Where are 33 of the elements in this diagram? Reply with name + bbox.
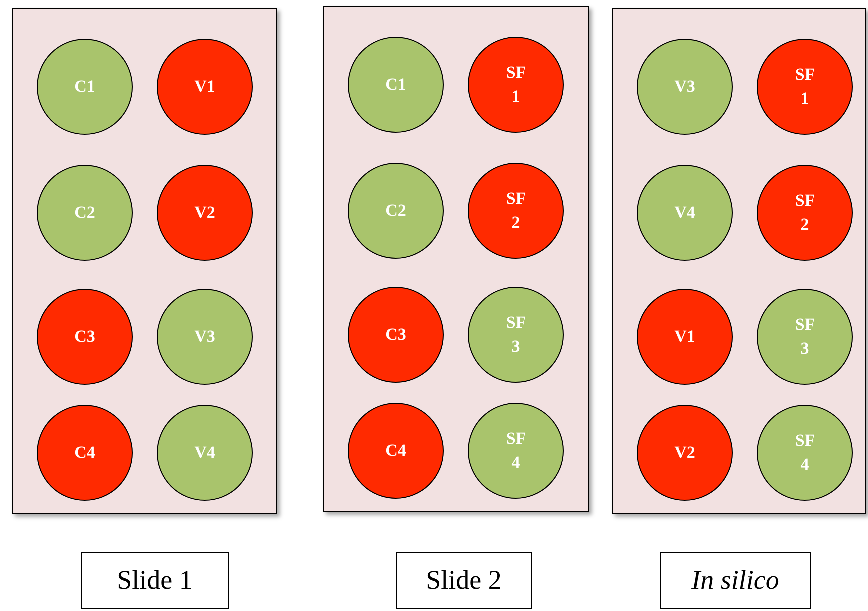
caption-text: In silico <box>692 564 780 598</box>
node-label: SF 3 <box>795 314 815 360</box>
node-label: C1 <box>74 76 96 98</box>
node-label: C3 <box>386 324 406 346</box>
node-label: V2 <box>674 442 696 464</box>
node-label: C4 <box>74 442 96 464</box>
node-label: SF 2 <box>506 188 526 234</box>
node-label: SF 3 <box>506 312 526 358</box>
node-label: V3 <box>674 76 696 98</box>
node-label: V1 <box>194 76 216 98</box>
node-label: SF 2 <box>795 190 815 236</box>
node-label: V4 <box>674 202 696 224</box>
node-label: C2 <box>74 202 96 224</box>
node-label: SF 4 <box>795 430 815 476</box>
caption-box <box>81 552 229 609</box>
node-label: SF 1 <box>506 62 526 108</box>
node-label: V4 <box>194 442 216 464</box>
panel-box <box>12 8 277 514</box>
panel-box <box>323 6 589 512</box>
node-label: C1 <box>386 74 406 96</box>
node-label: SF 1 <box>795 64 815 110</box>
node-label: V3 <box>194 326 216 348</box>
node-label: C2 <box>386 200 406 222</box>
caption-text: Slide 2 <box>426 564 502 598</box>
node-label: SF 4 <box>506 428 526 474</box>
caption-text: Slide 1 <box>117 564 193 598</box>
node-label: V2 <box>194 202 216 224</box>
caption-box <box>396 552 532 609</box>
caption-box <box>660 552 811 609</box>
node-label: C3 <box>74 326 96 348</box>
node-label: V1 <box>674 326 696 348</box>
panel-box <box>612 8 866 514</box>
node-label: C4 <box>386 440 406 462</box>
